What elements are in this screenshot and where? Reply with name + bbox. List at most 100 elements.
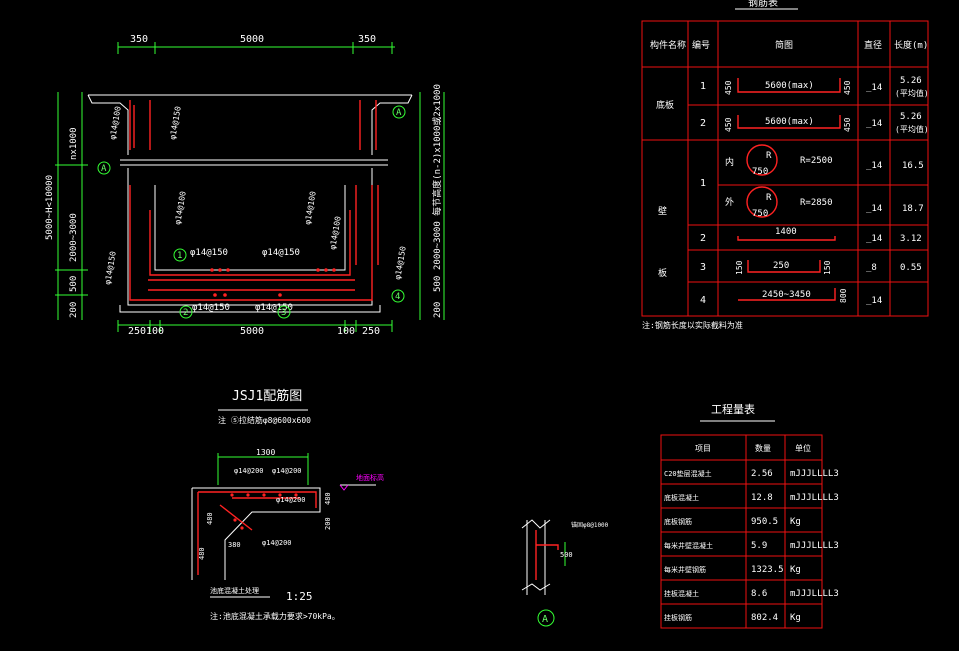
left-dim-1: 5000~H<10000 [45, 175, 55, 240]
jsj-title: JSJ1配筋图 [232, 388, 302, 404]
svg-text:A: A [101, 164, 107, 174]
marker-1: 1 [173, 248, 187, 262]
qty-cell: 12.8 [751, 493, 773, 503]
qty-table: 工程量表 项目 数量 单位 [660, 402, 823, 629]
qty-th-item: 项目 [695, 444, 711, 453]
row1-note: (平均值) [895, 88, 929, 98]
row4-shape: R=2850 [800, 198, 833, 208]
row2-len: 5.26 [900, 112, 922, 122]
group-plate: 板 [658, 267, 667, 279]
marker-2: 2 [179, 305, 193, 319]
qty-cell: 每米井壁混凝土 [664, 541, 713, 550]
rebar-label-l1: φ14@100 [108, 105, 123, 140]
row3-len: 16.5 [902, 161, 924, 171]
right-dim-1: 2000~3000 每节高度(n-2)x1000或2x1000 [431, 84, 443, 270]
detail-a-label: A [542, 614, 548, 625]
marker-3: 3 [277, 305, 291, 319]
row1-side-r: 450 [843, 80, 852, 95]
group-floor: 底板 [656, 99, 674, 111]
right-dim-3: 500 [433, 276, 443, 292]
qty-cell: 1323.5 [751, 565, 784, 575]
row3-r: R [766, 151, 772, 161]
qty-table-title: 工程量表 [711, 402, 755, 416]
th-dia: 直径 [864, 39, 882, 51]
row3-no: 1 [700, 178, 706, 189]
left-dim-3: 2000~3000 [69, 213, 79, 262]
marker-a-right: A [392, 105, 406, 119]
qty-cell: mJJJLLLL3 [790, 493, 839, 503]
left-dim-2: nx1000 [69, 127, 79, 160]
row4-prefix: 外 [725, 196, 734, 208]
right-dim-4: 200 [433, 302, 443, 318]
jsj-dim-r3: φ14@200 [276, 496, 306, 504]
row3-sub: 750 [752, 167, 768, 177]
row4-sub: 750 [752, 209, 768, 219]
qty-cell: Kg [790, 613, 801, 623]
tank-section: 350 5000 350 5000~H<10000 nx1000 2000~30… [45, 34, 445, 337]
rebar-label-l2: φ14@150 [168, 105, 183, 140]
bottom-dim-5: 250 [362, 326, 380, 337]
rebar-label-l4: φ14@150 [103, 250, 118, 285]
row2-no: 2 [700, 118, 706, 129]
row6-len: 0.55 [900, 263, 922, 273]
qty-cell: 底板混凝土 [664, 493, 699, 502]
row7-no: 4 [700, 295, 706, 306]
row5-no: 2 [700, 233, 706, 244]
row3-prefix: 内 [725, 156, 734, 168]
top-dim-1: 350 [130, 34, 148, 45]
qty-cell: Kg [790, 565, 801, 575]
jsj-scale: 1:25 [286, 590, 313, 603]
rebar-label-f1: φ14@150 [192, 303, 230, 313]
qty-cell: mJJJLLLL3 [790, 541, 839, 551]
row6-no: 3 [700, 262, 706, 273]
row7-shape: 2450~3450 [762, 290, 811, 300]
row1-len: 5.26 [900, 76, 922, 86]
th-len: 长度(m) [894, 39, 928, 51]
marker-a-left: A [97, 161, 111, 175]
rebar-label-r1: φ14@100 [303, 190, 318, 225]
svg-text:A: A [396, 108, 402, 118]
qty-cell: Kg [790, 517, 801, 527]
rebar-label-l3: φ14@100 [173, 190, 188, 225]
detail-a-note: 锚固φ8@1000 [571, 521, 609, 529]
jsj-dim-480b: 480 [324, 492, 332, 505]
detail-a-dim: 500 [560, 551, 573, 559]
jsj-note: 注:池底混凝土承载力要求>70kPa。 [210, 611, 340, 621]
row3-dia: _14 [866, 161, 882, 171]
row5-shape: 1400 [775, 227, 797, 237]
row7-side-r: 800 [839, 288, 848, 303]
jsj-dim-380: 380 [228, 541, 241, 549]
qty-cell: 802.4 [751, 613, 778, 623]
ground-level-tag: 地面标高 [356, 473, 384, 482]
left-dim-4: 500 [69, 276, 79, 292]
bottom-dim-4: 100 [337, 326, 355, 337]
jsj-dim-480a: 480 [206, 512, 214, 525]
bottom-dim-3: 5000 [240, 326, 264, 337]
bottom-dim-1: 250 [128, 326, 146, 337]
row2-shape: 5600(max) [765, 117, 814, 127]
row5-dia: _14 [866, 234, 882, 244]
row1-shape: 5600(max) [765, 81, 814, 91]
row4-len: 18.7 [902, 204, 924, 214]
svg-text:2: 2 [183, 308, 188, 318]
jsj-subtitle: 注 ⑤拉结筋φ8@600x600 [218, 415, 311, 425]
rebar-table: 钢筋表 构件名称 编号 简图 直径 长度(m) 底板 壁 板 1 5600(ma… [641, 0, 929, 330]
detail-a: 500 锚固φ8@1000 A [521, 519, 609, 627]
svg-text:3: 3 [281, 308, 286, 318]
rebar-label-r3: φ14@150 [393, 245, 408, 280]
svg-text:4: 4 [395, 292, 400, 302]
row6-side-l: 150 [735, 260, 744, 275]
row2-side-l: 450 [724, 117, 733, 132]
rebar-label-b1: φ14@150 [190, 248, 228, 258]
row2-side-r: 450 [843, 117, 852, 132]
rebar-table-note: 注:钢筋长度以实际截料为准 [642, 320, 743, 330]
jsj-caption: 池底混凝土处理 [210, 586, 259, 595]
qty-cell: 挂板混凝土 [664, 589, 699, 598]
rebar-label-f2: φ14@150 [255, 303, 293, 313]
qty-th-unit: 单位 [795, 443, 811, 453]
row4-r: R [766, 193, 772, 203]
jsj-dim-480c: 480 [198, 547, 206, 560]
qty-cell: 每米井壁钢筋 [664, 565, 706, 574]
qty-cell: 底板钢筋 [664, 517, 692, 526]
